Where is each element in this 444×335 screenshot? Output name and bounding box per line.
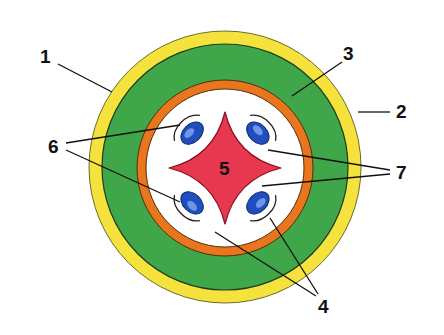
callout-number: 1	[40, 47, 51, 66]
epidermis-band	[89, 31, 361, 303]
callout-number: 4	[318, 297, 329, 316]
xylem-cross	[169, 112, 281, 224]
callout-number: 7	[396, 163, 407, 182]
phloem-groups	[168, 109, 281, 226]
callout-number: 2	[396, 102, 407, 121]
cortex-region	[102, 44, 348, 290]
stele-region	[146, 89, 304, 247]
callout-number: 6	[48, 137, 59, 156]
callout-number: 3	[343, 44, 354, 63]
endodermis-ring	[137, 80, 313, 256]
leader-lines	[58, 62, 390, 296]
callout-number: 5	[219, 159, 230, 178]
